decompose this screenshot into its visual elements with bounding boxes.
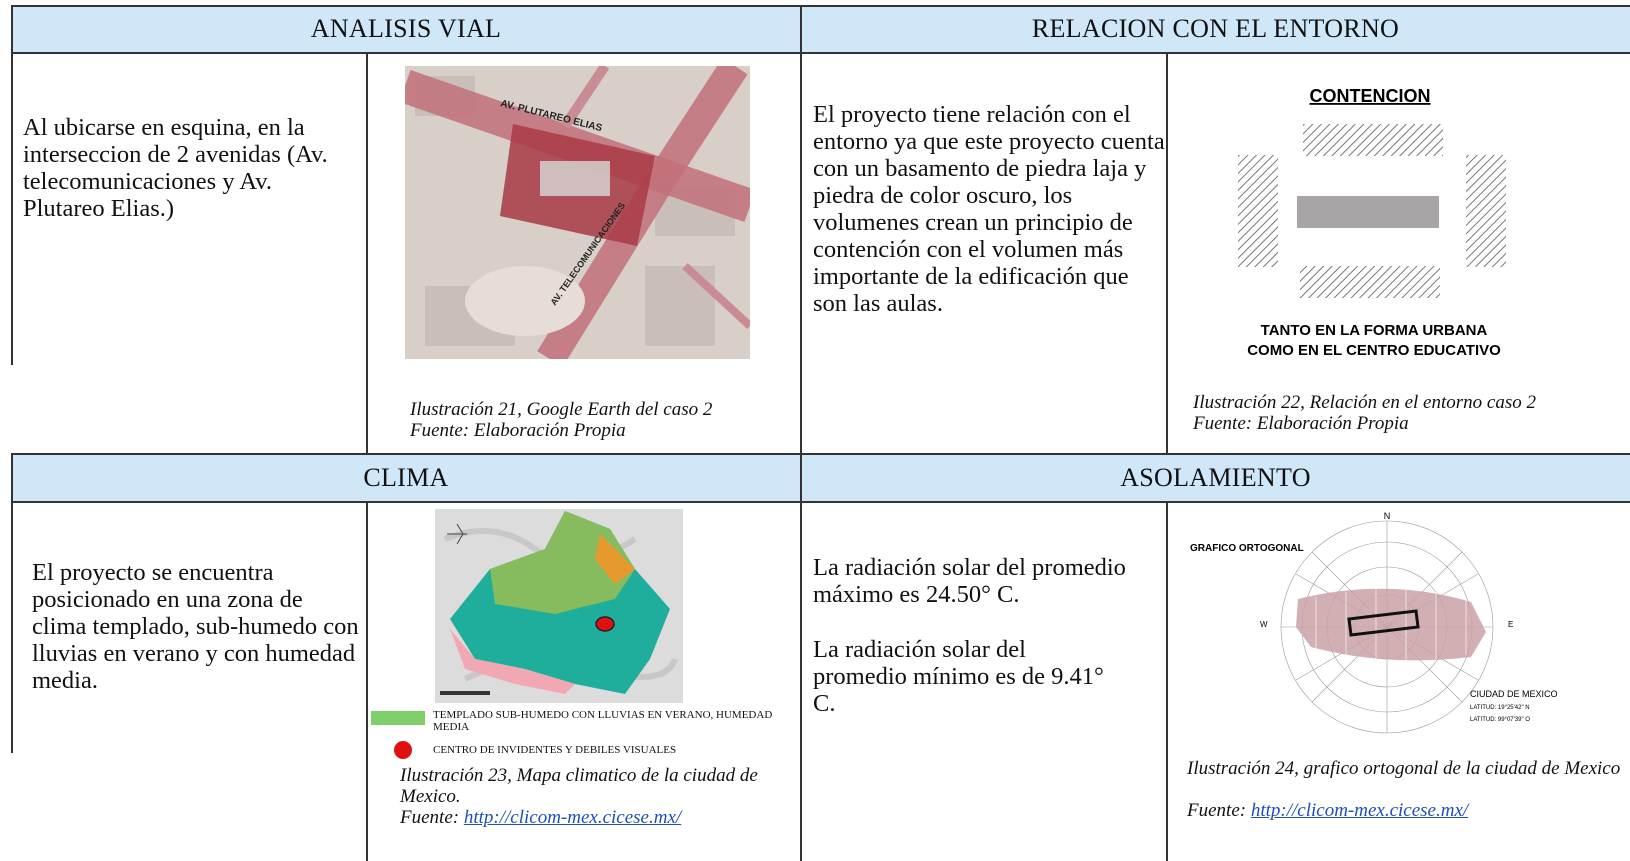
caption-23-source: Fuente: http://clicom-mex.cicese.mx/ <box>400 807 681 828</box>
diagram-title: CONTENCION <box>1310 86 1431 106</box>
asolamiento-text-max: La radiación solar del promedio máximo e… <box>813 554 1126 608</box>
table-border <box>1166 501 1168 861</box>
table-border <box>12 501 1630 503</box>
west-label: W <box>1260 620 1268 629</box>
header-relacion-entorno: RELACION CON EL ENTORNO <box>801 6 1630 52</box>
lon-label: LATITUD: 99°07'39" O <box>1470 717 1530 723</box>
source-link[interactable]: http://clicom-mex.cicese.mx/ <box>463 807 682 828</box>
section-title: RELACION CON EL ENTORNO <box>1031 14 1400 43</box>
header-asolamiento: ASOLAMIENTO <box>801 455 1630 501</box>
table-border <box>366 52 368 453</box>
caption-21-line1: Ilustración 21, Google Earth del caso 2 <box>410 399 713 420</box>
legend-red-marker <box>394 741 412 759</box>
table-border <box>1166 52 1168 453</box>
caption-21-line2: Fuente: Elaboración Propia <box>410 420 626 441</box>
header-analisis-vial: ANALISIS VIAL <box>12 6 800 52</box>
diagram-subtitle-2: COMO EN EL CENTRO EDUCATIVO <box>1247 342 1501 359</box>
legend-green-swatch <box>371 711 425 725</box>
north-label: N <box>1384 511 1391 521</box>
header-clima: CLIMA <box>12 455 800 501</box>
sun-chart-title: GRAFICO ORTOGONAL <box>1190 543 1304 554</box>
caption-23-line1: Ilustración 23, Mapa climatico de la ciu… <box>400 765 758 807</box>
table-border <box>12 5 1630 7</box>
section-title: CLIMA <box>363 463 449 492</box>
aerial-map-image: AV. PLUTAREO ELIAS AV. TELECOMUNICACIONE… <box>405 66 750 359</box>
source-label: Fuente: <box>400 807 460 828</box>
diagram-subtitle-1: TANTO EN LA FORMA URBANA <box>1261 322 1488 339</box>
legend-red-label: CENTRO DE INVIDENTES Y DEBILES VISUALES <box>433 744 677 756</box>
contencion-diagram: CONTENCION TANTO EN LA FORMA URBANA COMO… <box>1210 82 1630 372</box>
relacion-entorno-text: El proyecto tiene relación con el entorn… <box>813 101 1165 317</box>
caption-24-line1: Ilustración 24, grafico ortogonal de la … <box>1187 758 1621 779</box>
lat-label: LATITUD: 19°25'42" N <box>1470 705 1530 711</box>
caption-24-source: Fuente: http://clicom-mex.cicese.mx/ <box>1187 800 1468 821</box>
climate-map-image <box>435 509 683 703</box>
sun-path-diagram: GRAFICO ORTOGONAL N W E CIUDAD DE MEXICO… <box>1186 507 1630 747</box>
section-title: ANALISIS VIAL <box>310 14 502 43</box>
table-border <box>11 453 13 753</box>
table-border <box>12 52 1630 54</box>
legend-green-label: TEMPLADO SUB-HUMEDO CON LLUVIAS EN VERAN… <box>433 709 773 733</box>
section-title: ASOLAMIENTO <box>1120 463 1311 492</box>
city-label: CIUDAD DE MEXICO <box>1470 689 1558 699</box>
analisis-vial-text: Al ubicarse en esquina, en la intersecci… <box>23 114 328 222</box>
table-border <box>800 5 802 861</box>
caption-22-line2: Fuente: Elaboración Propia <box>1193 413 1409 434</box>
caption-22-line1: Ilustración 22, Relación en el entorno c… <box>1193 392 1536 413</box>
table-border <box>12 453 1630 455</box>
east-label: E <box>1508 620 1513 629</box>
table-border <box>11 5 13 365</box>
table-border <box>366 501 368 861</box>
source-label: Fuente: <box>1187 800 1247 821</box>
asolamiento-text-min: La radiación solar del promedio mínimo e… <box>813 636 1104 717</box>
source-link[interactable]: http://clicom-mex.cicese.mx/ <box>1250 800 1469 821</box>
clima-text: El proyecto se encuentra posicionado en … <box>32 559 359 694</box>
